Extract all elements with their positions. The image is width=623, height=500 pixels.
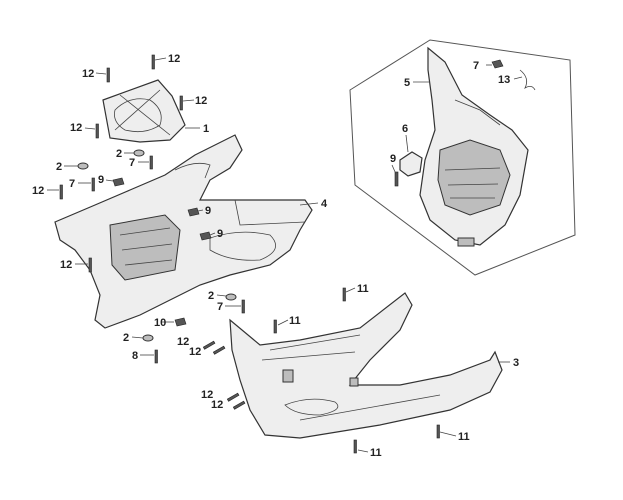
callout-c2d: 2 — [123, 332, 129, 344]
washer-2-b — [77, 162, 89, 170]
part-1-upper-panel — [102, 79, 186, 143]
callout-c1: 1 — [203, 123, 209, 135]
part-10-clip — [491, 59, 504, 69]
callout-c12b: 12 — [168, 53, 180, 65]
leader-lines — [47, 57, 523, 453]
callout-c12g: 12 — [177, 336, 189, 348]
callout-c3: 3 — [513, 357, 519, 369]
screw-12-g — [202, 340, 216, 350]
screw-12-h — [212, 345, 226, 355]
fasteners — [59, 54, 440, 454]
screw-11-c — [353, 439, 357, 454]
screw-7-a — [149, 155, 153, 170]
callout-c12f: 12 — [60, 259, 72, 271]
screw-11-d — [436, 424, 440, 439]
callout-c8: 9 — [390, 153, 396, 165]
screw-12-c — [179, 95, 183, 111]
callout-c12j: 12 — [211, 399, 223, 411]
callout-c10: 7 — [473, 60, 479, 72]
clip-9-a — [112, 177, 125, 187]
screw-11-b — [273, 319, 277, 334]
screw-7-b — [91, 177, 95, 192]
callout-c9d: 10 — [154, 317, 166, 329]
callout-c12h: 12 — [189, 346, 201, 358]
callout-c12a: 12 — [82, 68, 94, 80]
screw-12-f — [88, 257, 92, 273]
callout-c12c: 12 — [195, 95, 207, 107]
callout-c4: 4 — [321, 198, 328, 210]
part-5-inner-panel — [419, 46, 529, 247]
screw-12-i — [226, 392, 240, 402]
screw-11-a — [342, 287, 346, 302]
callout-c11d: 11 — [458, 431, 470, 443]
screw-12-a — [106, 67, 110, 83]
clip-9-b — [187, 207, 200, 217]
screw-12-e — [59, 184, 63, 200]
callout-c6: 6 — [402, 123, 408, 135]
washer-2-a — [133, 149, 145, 157]
callout-c2b: 2 — [56, 161, 62, 173]
callout-c11c: 11 — [370, 447, 382, 459]
callout-c12e: 12 — [32, 185, 44, 197]
callout-c9c: 9 — [217, 228, 223, 240]
callout-c9b: 9 — [205, 205, 211, 217]
callout-c11a: 11 — [357, 283, 369, 295]
screw-12-b — [151, 54, 155, 70]
callout-c7a: 7 — [129, 157, 135, 169]
washer-2-c — [225, 293, 237, 301]
callout-c7d: 8 — [132, 350, 138, 362]
callout-c9a: 9 — [98, 174, 104, 186]
clip-9-d — [174, 317, 187, 327]
part-8-screw — [394, 171, 399, 187]
callout-c7c: 7 — [217, 301, 223, 313]
callout-c5: 5 — [404, 77, 410, 89]
screw-7-c — [241, 299, 245, 314]
screw-12-j — [232, 400, 246, 410]
callout-labels: 12 12 12 12 1 2 7 2 7 9 12 9 9 4 12 2 7 … — [32, 53, 519, 459]
inset-frame — [349, 39, 576, 276]
callout-c13: 13 — [498, 74, 510, 86]
callout-c12i: 12 — [201, 389, 213, 401]
callout-c2a: 2 — [116, 148, 122, 160]
callout-c11b: 11 — [289, 315, 301, 327]
part-13-spring — [519, 69, 536, 91]
part-4-floor-panel — [54, 134, 313, 329]
part-6-bracket — [399, 151, 423, 177]
screw-12-d — [95, 123, 99, 139]
callout-c12d: 12 — [70, 122, 82, 134]
screw-7-d — [154, 349, 158, 364]
callout-c2c: 2 — [208, 290, 214, 302]
callout-c7b: 7 — [69, 178, 75, 190]
part-3-lower-cover — [229, 292, 503, 439]
clip-9-c — [199, 231, 212, 241]
washer-2-d — [142, 334, 154, 342]
